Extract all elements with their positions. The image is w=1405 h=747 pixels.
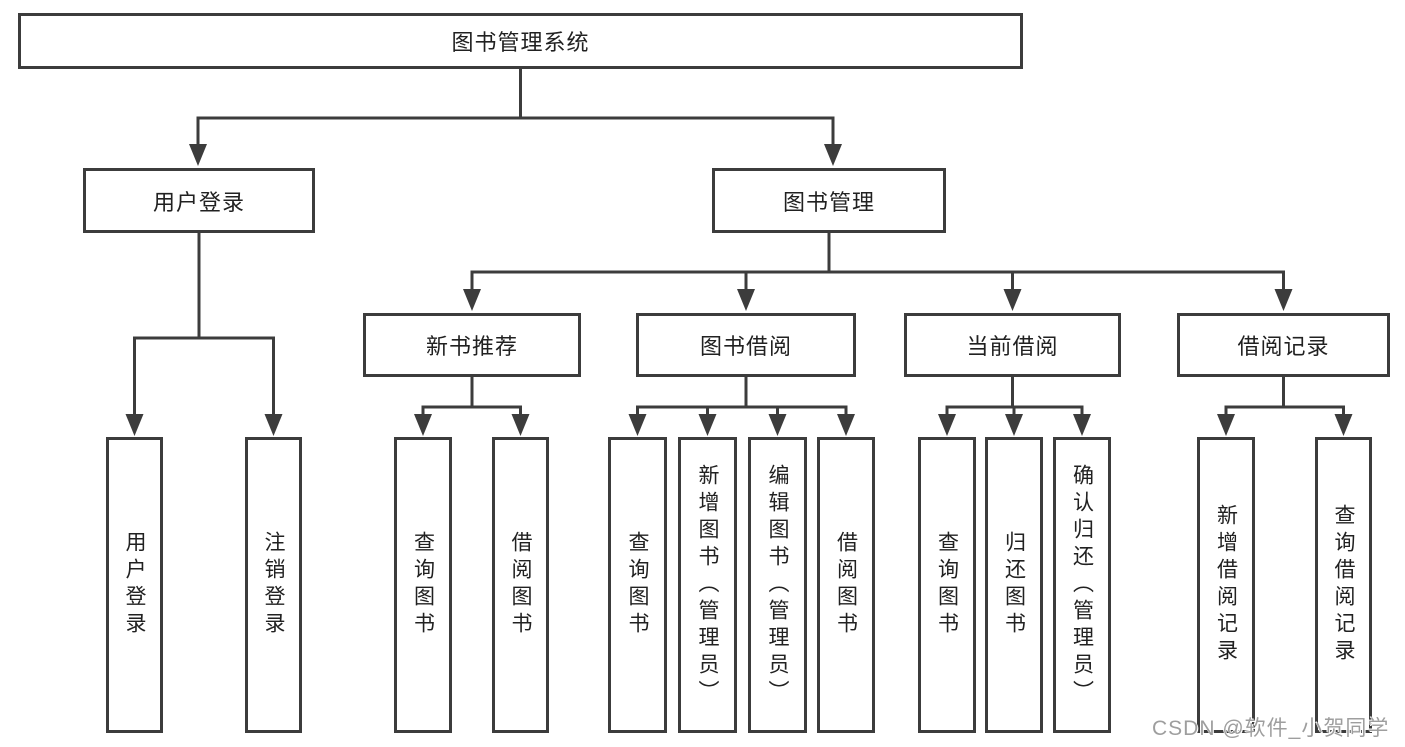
node-root-library-system: 图书管理系统 — [18, 13, 1023, 69]
leaf-query-books-current: 查询图书 — [918, 437, 976, 733]
connector-user-login-to-leaves — [125, 231, 283, 436]
arrow-down-icon — [938, 414, 956, 436]
node-user-login: 用户登录 — [83, 168, 315, 233]
leaf-user-login: 用户登录 — [106, 437, 163, 733]
node-label: 注销登录 — [262, 531, 285, 639]
arrow-down-icon — [264, 414, 283, 436]
leaf-add-borrow-record: 新增借阅记录 — [1197, 437, 1255, 733]
node-label: 图书管理 — [782, 189, 875, 215]
arrow-down-icon — [1217, 414, 1235, 436]
arrow-down-icon — [125, 414, 144, 436]
node-book-management: 图书管理 — [712, 168, 946, 233]
node-current-borrowing: 当前借阅 — [904, 313, 1121, 377]
node-label: 图书借阅 — [699, 334, 792, 359]
connector-borrow-records-to-leaves — [1217, 375, 1353, 436]
leaf-borrow-books: 借阅图书 — [817, 437, 875, 733]
leaf-query-books-recommend: 查询图书 — [394, 437, 452, 733]
arrow-down-icon — [414, 414, 432, 436]
leaf-logout: 注销登录 — [245, 437, 302, 733]
node-label: 借阅记录 — [1237, 334, 1330, 359]
arrow-down-icon — [768, 414, 787, 436]
arrow-down-icon — [1073, 414, 1091, 436]
csdn-watermark: CSDN @软件_小贺同学 — [1152, 717, 1390, 740]
arrow-down-icon — [1334, 414, 1353, 436]
leaf-confirm-return-admin: 确认归还（管理员） — [1053, 437, 1111, 733]
node-label: 借阅图书 — [509, 531, 532, 639]
node-label: 图书管理系统 — [451, 30, 590, 55]
node-label: 查询图书 — [626, 531, 649, 639]
node-book-borrowing: 图书借阅 — [636, 313, 856, 377]
node-label: 新增借阅记录 — [1214, 504, 1238, 666]
connector-line — [636, 375, 848, 417]
node-borrowing-records: 借阅记录 — [1177, 313, 1390, 377]
arrow-down-icon — [628, 414, 647, 436]
connector-line — [470, 231, 1285, 293]
connector-book-borrow-to-leaves — [628, 375, 855, 436]
connector-book-mgmt-to-level3 — [463, 231, 1293, 311]
node-label: 当前借阅 — [966, 334, 1059, 359]
node-label: 新书推荐 — [425, 334, 518, 359]
connector-line — [1224, 375, 1345, 417]
arrow-down-icon — [1274, 289, 1293, 311]
node-label: 确认归还（管理员） — [1070, 463, 1094, 707]
leaf-edit-books-admin: 编辑图书（管理员） — [748, 437, 807, 733]
node-new-book-recommend: 新书推荐 — [363, 313, 581, 377]
connector-root-to-level2 — [189, 67, 842, 166]
node-label: 新增图书（管理员） — [696, 463, 719, 707]
arrow-down-icon — [1005, 414, 1023, 436]
node-label: 查询借阅记录 — [1332, 504, 1355, 666]
arrow-down-icon — [837, 414, 855, 436]
arrow-down-icon — [463, 289, 481, 311]
leaf-query-books-borrowing: 查询图书 — [608, 437, 667, 733]
connector-line — [945, 375, 1084, 417]
node-label: 用户登录 — [123, 531, 146, 639]
leaf-borrow-books-recommend: 借阅图书 — [492, 437, 549, 733]
connector-line — [196, 67, 835, 148]
connector-current-borrow-to-leaves — [938, 375, 1091, 436]
leaf-query-borrow-record: 查询借阅记录 — [1315, 437, 1372, 733]
node-label: 归还图书 — [1002, 531, 1026, 639]
arrow-down-icon — [698, 414, 717, 436]
connector-line — [133, 231, 275, 417]
connector-line — [421, 375, 522, 417]
node-label: 编辑图书（管理员） — [766, 463, 789, 707]
node-label: 查询图书 — [411, 531, 435, 639]
arrow-down-icon — [189, 144, 207, 166]
arrow-down-icon — [737, 289, 755, 311]
arrow-down-icon — [1003, 289, 1022, 311]
leaf-add-books-admin: 新增图书（管理员） — [678, 437, 737, 733]
node-label: 查询图书 — [935, 531, 959, 639]
connector-new-book-to-leaves — [414, 375, 530, 436]
node-label: 借阅图书 — [834, 531, 858, 639]
arrow-down-icon — [511, 414, 530, 436]
arrow-down-icon — [824, 144, 842, 166]
leaf-return-books: 归还图书 — [985, 437, 1043, 733]
node-label: 用户登录 — [152, 189, 245, 215]
